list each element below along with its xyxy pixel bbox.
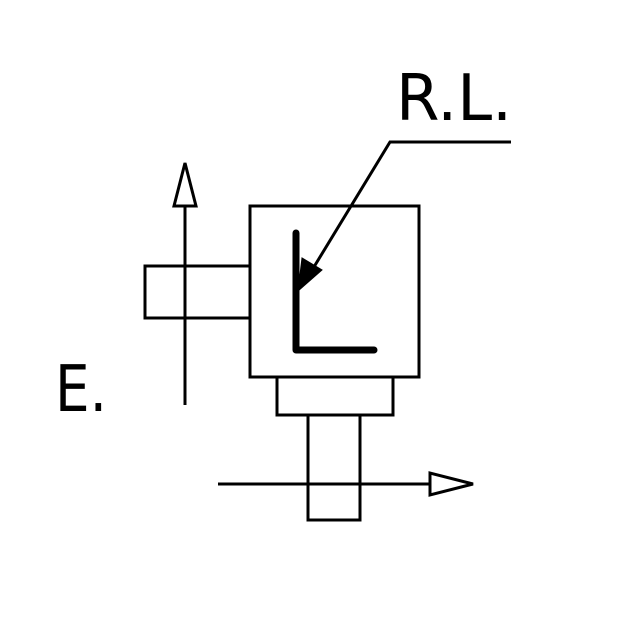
l-symbol — [292, 229, 378, 354]
callout-leader-line — [304, 140, 511, 281]
callout-leader-arrowhead — [297, 257, 323, 293]
vertical-arrowhead — [172, 162, 198, 208]
output-flange — [275, 375, 395, 417]
input-shaft — [143, 264, 252, 320]
side-label: E. — [55, 353, 107, 427]
callout-label: R.L. — [396, 62, 512, 136]
output-shaft — [306, 413, 362, 522]
horizontal-arrowhead — [428, 471, 474, 497]
